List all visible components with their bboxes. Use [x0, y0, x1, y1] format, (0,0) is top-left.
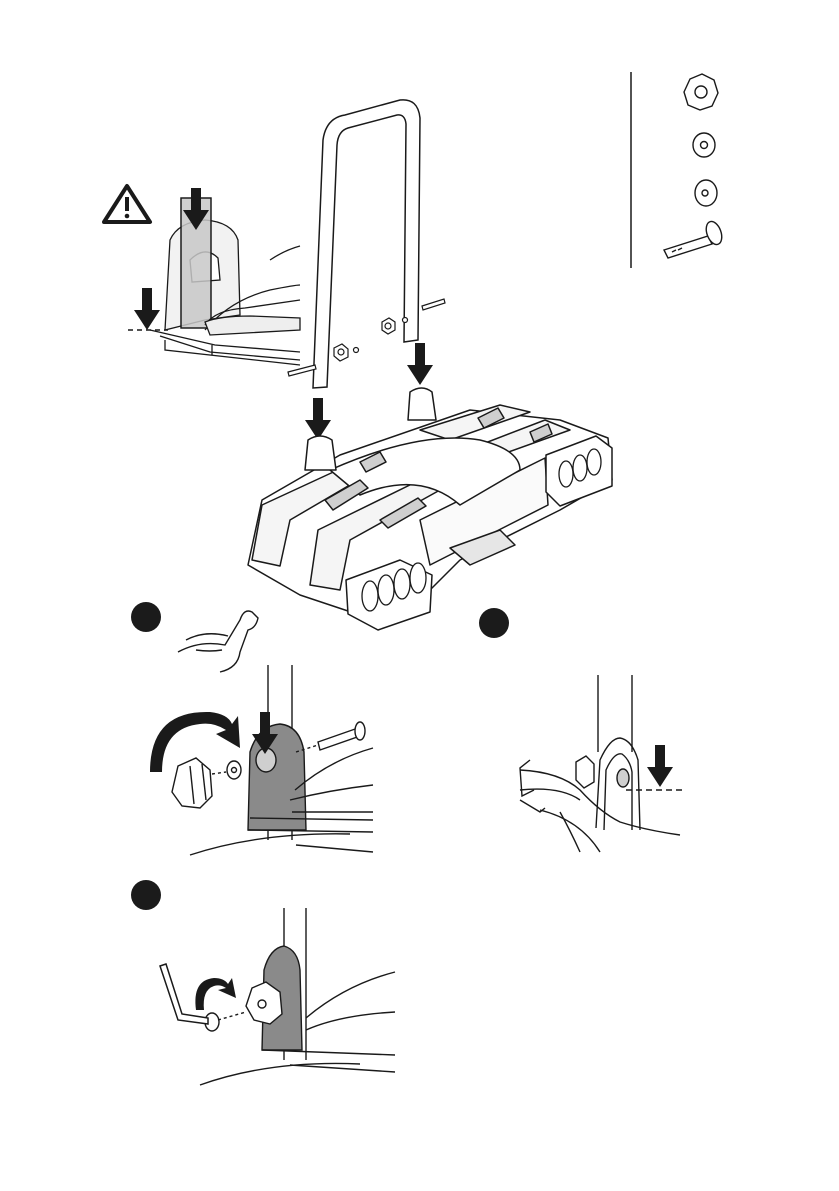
knob-nut-icon: [684, 74, 718, 110]
rotate-arrow-clockwise-small: [195, 978, 236, 1010]
step2-depth-arrow: [647, 745, 673, 787]
strong-arm-icon: [178, 611, 258, 672]
u-arm: [313, 100, 420, 388]
step-badge-3: [131, 880, 161, 910]
bike-carrier: [248, 388, 612, 630]
depth-arrow: [134, 288, 160, 330]
step-badge-2: [479, 608, 509, 638]
spacer-icon: [695, 180, 717, 206]
bracket-detail-insert: [150, 198, 300, 365]
warning-triangle-icon: [104, 186, 150, 222]
step-badge-1: [131, 602, 161, 632]
step3-detail: [200, 908, 395, 1085]
bolt-icon: [664, 219, 725, 258]
arm-insert-arrow-left: [305, 398, 331, 440]
arm-insert-arrow-right: [407, 343, 433, 385]
step1-detail: [172, 665, 373, 855]
washer-icon: [693, 133, 715, 157]
